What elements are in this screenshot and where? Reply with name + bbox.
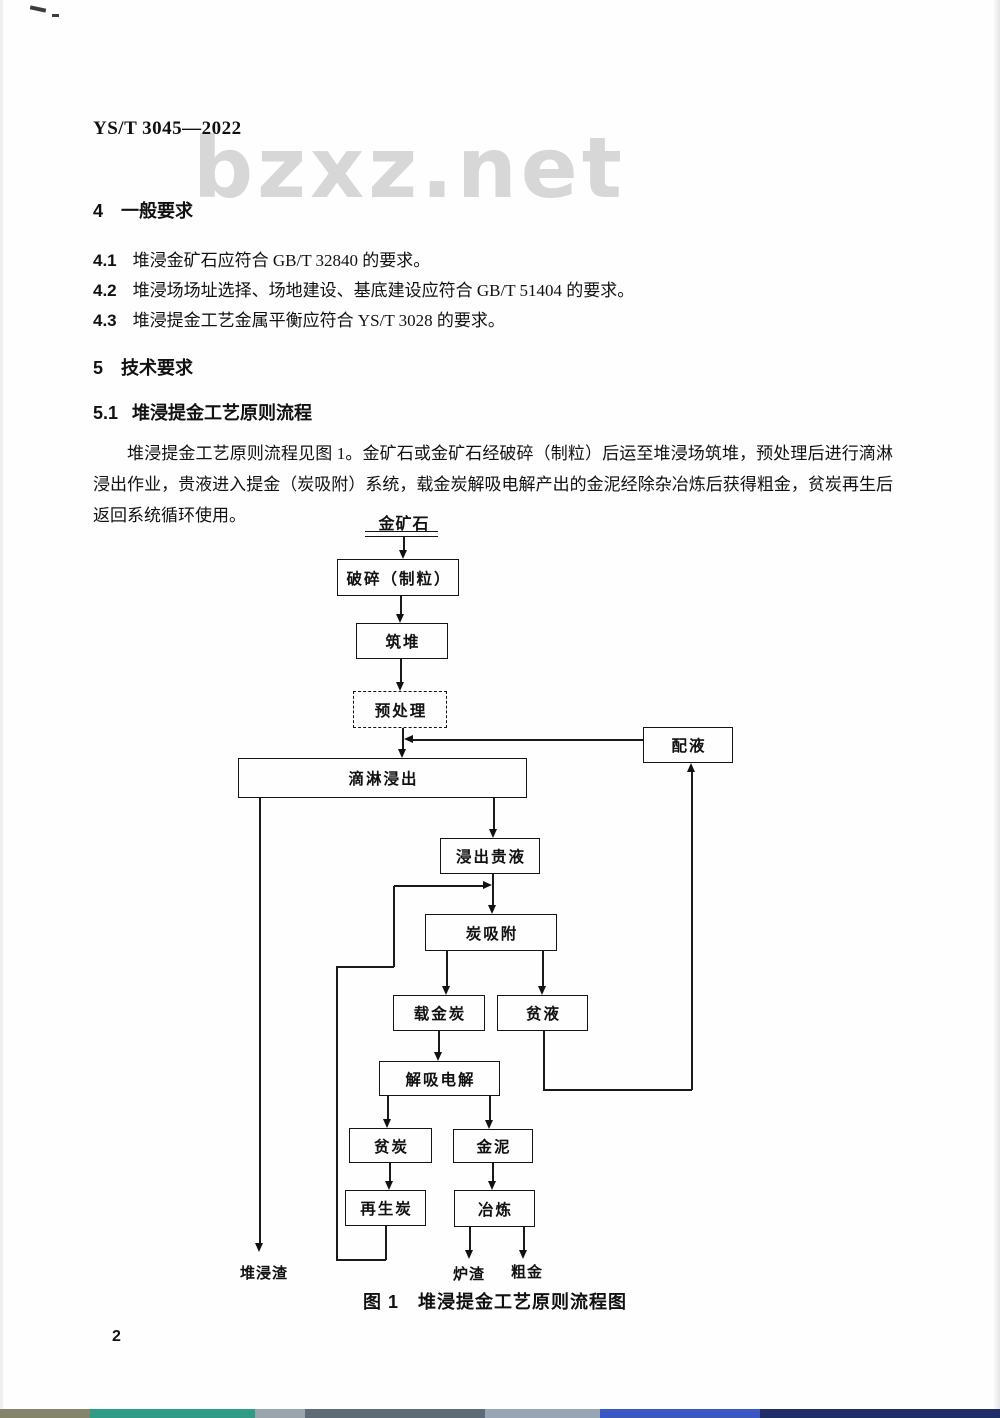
flow-connector xyxy=(413,739,643,741)
flow-connector xyxy=(389,1163,391,1182)
section-5-1-heading: 5.1 堆浸提金工艺原则流程 xyxy=(93,399,312,425)
flow-connector xyxy=(542,951,544,987)
flow-connector xyxy=(403,537,405,551)
scan-edge-right xyxy=(993,0,1000,1418)
clause-4-3-number: 4.3 xyxy=(93,311,117,330)
flow-label-furnace-slag: 炉渣 xyxy=(452,1267,485,1283)
flow-connector xyxy=(385,1226,387,1260)
flow-node-solution-prep: 配液 xyxy=(643,727,733,763)
clause-4-1-number: 4.1 xyxy=(93,251,117,270)
arrow-down-icon xyxy=(442,986,450,995)
standard-number: YS/T 3045—2022 xyxy=(93,118,242,139)
figure-caption: 图 1 堆浸提金工艺原则流程图 xyxy=(362,1292,627,1312)
arrow-up-icon xyxy=(687,763,695,772)
flow-node-loaded-carbon: 载金炭 xyxy=(393,995,485,1031)
clause-4-1: 4.1 堆浸金矿石应符合 GB/T 32840 的要求。 xyxy=(93,246,430,271)
arrow-down-icon xyxy=(396,614,404,623)
arrow-down-icon xyxy=(485,1120,493,1129)
flow-node-heap: 筑堆 xyxy=(356,623,448,659)
flow-node-leach: 滴淋浸出 xyxy=(238,758,527,798)
section-5-title: 技术要求 xyxy=(121,358,194,378)
arrow-down-icon xyxy=(434,1052,442,1061)
arrow-down-icon xyxy=(538,986,546,995)
flow-node-pregnant: 浸出贵液 xyxy=(440,838,540,874)
arrow-down-icon xyxy=(519,1250,527,1259)
flow-node-ore: 金矿石 xyxy=(378,516,430,533)
scan-bottom-strip xyxy=(0,1409,1000,1418)
flow-node-adsorb: 炭吸附 xyxy=(425,914,557,951)
flow-label-crude-gold: 粗金 xyxy=(510,1265,543,1281)
flow-connector xyxy=(400,659,402,683)
body-paragraph: 堆浸提金工艺原则流程见图 1。金矿石或金矿石经破碎（制粒）后运至堆浸场筑堆，预处… xyxy=(93,444,893,525)
section-4-heading: 4 一般要求 xyxy=(93,197,193,223)
clause-4-3-text: 堆浸提金工艺金属平衡应符合 YS/T 3028 的要求。 xyxy=(132,311,505,330)
flow-connector xyxy=(336,967,338,1260)
section-5-heading: 5 技术要求 xyxy=(93,354,193,380)
flow-connector xyxy=(492,874,494,906)
ore-double-underline xyxy=(365,531,438,537)
flow-node-smelt: 冶炼 xyxy=(454,1190,535,1227)
flow-node-pretreat: 预处理 xyxy=(353,691,447,728)
clause-4-2-number: 4.2 xyxy=(93,281,117,300)
flow-node-regen-carbon: 再生炭 xyxy=(345,1190,426,1226)
flow-connector xyxy=(523,1227,525,1251)
scan-edge-left xyxy=(0,0,3,1418)
flow-connector xyxy=(489,1096,491,1121)
flow-connector xyxy=(393,886,395,967)
arrow-down-icon xyxy=(465,1250,473,1259)
flow-node-desorb: 解吸电解 xyxy=(379,1061,500,1096)
flow-connector xyxy=(336,966,394,968)
arrow-down-icon xyxy=(398,749,406,758)
arrow-down-icon xyxy=(385,1181,393,1190)
scan-artifact xyxy=(29,5,47,13)
scan-strip-segment xyxy=(600,1409,760,1418)
clause-4-2: 4.2 堆浸场场址选择、场地建设、基底建设应符合 GB/T 51404 的要求。 xyxy=(93,276,634,301)
section-4-title: 一般要求 xyxy=(121,201,194,221)
flow-connector xyxy=(469,1227,471,1251)
scan-strip-segment xyxy=(305,1409,485,1418)
arrow-down-icon xyxy=(255,1243,263,1252)
section-5-number: 5 xyxy=(93,358,104,378)
watermark: bzxz.net xyxy=(193,119,626,217)
arrow-left-icon xyxy=(404,735,413,743)
flow-node-barren-liquid: 贫液 xyxy=(497,995,588,1031)
flow-connector xyxy=(493,798,495,830)
clause-4-1-text: 堆浸金矿石应符合 GB/T 32840 的要求。 xyxy=(132,251,431,270)
flow-connector xyxy=(402,728,404,750)
clause-4-3: 4.3 堆浸提金工艺金属平衡应符合 YS/T 3028 的要求。 xyxy=(93,306,505,331)
clause-4-2-text: 堆浸场场址选择、场地建设、基底建设应符合 GB/T 51404 的要求。 xyxy=(132,281,635,300)
scan-strip-segment xyxy=(760,1409,1000,1418)
flow-connector xyxy=(400,596,402,615)
scan-strip-segment xyxy=(255,1409,305,1418)
section-5-1-title: 堆浸提金工艺原则流程 xyxy=(132,403,313,423)
flow-connector xyxy=(446,951,448,987)
flow-connector xyxy=(691,772,693,1090)
section-4-number: 4 xyxy=(93,201,104,221)
scan-strip-segment xyxy=(485,1409,600,1418)
flow-node-gold-mud: 金泥 xyxy=(453,1129,533,1163)
scan-artifact xyxy=(52,14,59,17)
flow-node-crush: 破碎（制粒） xyxy=(337,559,459,596)
flow-connector xyxy=(387,1096,389,1120)
flow-connector xyxy=(336,1259,386,1261)
arrow-down-icon xyxy=(383,1119,391,1128)
page-number: 2 xyxy=(112,1328,121,1345)
flow-connector xyxy=(259,798,261,1244)
flow-connector xyxy=(492,1163,494,1182)
flow-node-barren-carbon: 贫炭 xyxy=(349,1128,432,1163)
flow-connector xyxy=(543,1031,545,1090)
arrow-down-icon xyxy=(488,905,496,914)
arrow-right-icon xyxy=(483,881,492,889)
scan-strip-segment xyxy=(90,1409,255,1418)
flow-connector xyxy=(543,1089,692,1091)
section-5-1-number: 5.1 xyxy=(93,403,119,423)
arrow-down-icon xyxy=(396,682,404,691)
arrow-down-icon xyxy=(488,1181,496,1190)
flow-connector xyxy=(438,1031,440,1053)
arrow-down-icon xyxy=(399,550,407,559)
scan-strip-segment xyxy=(0,1409,90,1418)
arrow-down-icon xyxy=(489,829,497,838)
flow-label-heap-residue: 堆浸渣 xyxy=(239,1266,288,1282)
flow-connector xyxy=(394,885,484,887)
